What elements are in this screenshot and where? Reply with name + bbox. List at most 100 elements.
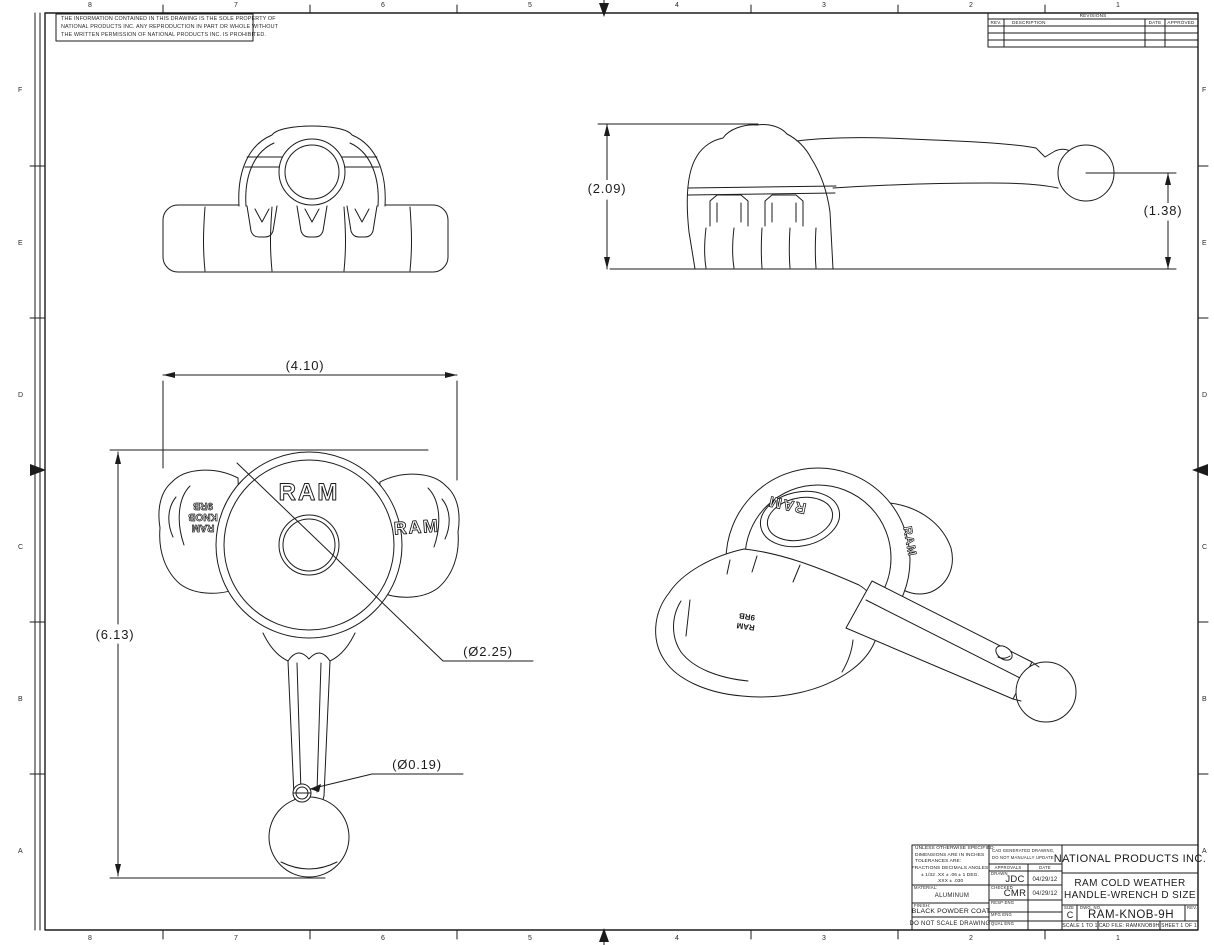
zone-letter-left-b: B: [18, 696, 23, 703]
left-wing-marking-line-2: KNOB: [188, 511, 217, 522]
zone-number-top-6: 6: [380, 2, 386, 9]
disclaimer-line-3: THE WRITTEN PERMISSION OF NATIONAL PRODU…: [61, 32, 267, 38]
zone-number-top-3: 3: [821, 2, 827, 9]
zone-number-top-4: 4: [674, 2, 680, 9]
zone-number-top-8: 8: [87, 2, 93, 9]
side-view: [578, 123, 1192, 270]
do-not-scale-note: DO NOT SCALE DRAWING: [909, 921, 991, 927]
center-arrow-bottom: [599, 928, 609, 942]
zone-number-top-7: 7: [233, 2, 239, 9]
drawing-title-line-2: HANDLE-WRENCH D SIZE: [1064, 890, 1196, 901]
ram-right-wing-logo: RAM: [393, 515, 440, 538]
disclaimer-line-2: NATIONAL PRODUCTS INC. ANY REPRODUCTION …: [61, 24, 279, 30]
approval-role: RESP ENG: [991, 900, 1015, 905]
leader-boss-diameter: [236, 462, 534, 662]
border-zone-ticks: [29, 4, 1209, 940]
zone-letter-left-d: D: [18, 392, 24, 399]
top-view: [162, 125, 449, 273]
zone-number-bottom-1: 1: [1115, 935, 1121, 942]
disclaimer-line-1: THE INFORMATION CONTAINED IN THIS DRAWIN…: [61, 16, 276, 22]
sheet-text: SHEET 1 OF 1: [1161, 922, 1197, 929]
material-label: MATERIAL:: [914, 885, 938, 890]
revisions-col-description: DESCRIPTION: [1012, 19, 1046, 25]
spec-line-5: ± 1/32 .XX ± .06 ± 1 DEG.: [921, 872, 979, 878]
revisions-col-rev: REV.: [990, 19, 1002, 25]
rev-label: REV.: [1187, 905, 1198, 910]
center-arrow-top: [599, 3, 609, 17]
zone-letter-left-f: F: [18, 87, 23, 94]
spec-line-1: UNLESS OTHERWISE SPECIFIED: [915, 846, 994, 851]
revisions-col-approved: APPROVED: [1167, 19, 1195, 25]
zone-number-top-5: 5: [527, 2, 533, 9]
center-arrow-right: [1192, 464, 1208, 476]
iso-base-marking-line-2: 9RB: [738, 611, 755, 622]
center-arrow-left: [30, 464, 46, 476]
zone-letter-right-d: D: [1202, 392, 1208, 399]
front-view: [86, 372, 534, 879]
revisions-title: REVISIONS: [1079, 13, 1107, 18]
zone-number-top-1: 1: [1115, 2, 1121, 9]
zone-number-top-2: 2: [968, 2, 974, 9]
zone-letter-left-a: A: [18, 848, 23, 855]
iso-view: [655, 467, 1077, 723]
finish-value: BLACK POWDER COAT: [911, 908, 991, 915]
zone-letter-right-c: C: [1202, 544, 1208, 551]
zone-number-bottom-7: 7: [233, 935, 239, 942]
disclaimer-box: [55, 13, 254, 42]
zone-letter-right-a: A: [1202, 848, 1207, 855]
approval-name: CMR: [1003, 888, 1027, 899]
approval-role: DRAWN: [991, 871, 1008, 876]
cad-note-line-2: DO NOT MANUALLY UPDATE: [992, 855, 1054, 860]
cad-note-line-1: CAD GENERATED DRAWING,: [992, 848, 1055, 853]
spec-line-4: FRACTIONS DECIMALS ANGLES: [911, 866, 989, 871]
finish-label: FINISH:: [914, 903, 931, 908]
cad-file-text: CAD FILE: RAMKNOB9H: [1098, 922, 1160, 929]
drawing-title-line-1: RAM COLD WEATHER: [1074, 878, 1186, 889]
sheet-frame: [29, 0, 1209, 945]
scale-text: SCALE 1 TO 1: [1062, 922, 1098, 929]
approval-role: CHECKED: [991, 885, 1013, 890]
spec-line-2: DIMENSIONS ARE IN INCHES: [915, 852, 985, 858]
left-wing-marking: RAM KNOB 9RB: [188, 500, 218, 534]
dim-overall-height: [86, 449, 429, 879]
size-value: C: [1066, 910, 1074, 920]
zone-number-bottom-6: 6: [380, 935, 386, 942]
material-value: ALUMINUM: [934, 893, 970, 899]
zone-number-bottom-5: 5: [527, 935, 533, 942]
iso-base-marking: RAM 9RB: [736, 611, 756, 632]
zone-letter-left-c: C: [18, 544, 24, 551]
revisions-col-date: DATE: [1148, 19, 1162, 25]
leader-hole-diameter: [309, 773, 464, 792]
date-header: DATE: [1039, 864, 1051, 870]
zone-letter-right-e: E: [1202, 240, 1207, 247]
dim-boss-diameter-label: (Ø2.25): [463, 644, 513, 659]
zone-number-bottom-4: 4: [674, 935, 680, 942]
dim-knob-height-label: (2.09): [588, 181, 627, 196]
approval-name: JDC: [1005, 873, 1025, 885]
left-wing-marking-line-1: RAM: [192, 522, 215, 533]
zone-number-bottom-8: 8: [87, 935, 93, 942]
dim-ball-center-height: [1135, 172, 1192, 270]
size-label: SIZE: [1064, 905, 1075, 910]
approvals-header: APPROVALS: [994, 864, 1022, 870]
zone-letter-right-b: B: [1202, 696, 1207, 703]
left-wing-marking-line-3: 9RB: [193, 500, 213, 511]
dwg-no-label: DWG. NO.: [1080, 905, 1102, 910]
approval-role: MFG ENG: [991, 912, 1012, 917]
revisions-table: [987, 12, 1199, 48]
dim-knob-width: [162, 372, 458, 481]
dim-overall-height-label: (6.13): [96, 627, 135, 642]
iso-side-logo: RAM: [900, 525, 919, 557]
spec-line-3: TOLERANCES ARE:: [915, 859, 962, 864]
spec-line-6: .XXX ± .030: [936, 879, 964, 884]
title-block-grid: [911, 844, 1199, 931]
dim-knob-height: [578, 123, 759, 270]
approval-role: QUAL ENG: [991, 921, 1015, 926]
approval-date: 04/29/12: [1032, 891, 1058, 897]
dim-hole-diameter-label: (Ø0.19): [392, 757, 442, 772]
zone-number-bottom-3: 3: [821, 935, 827, 942]
dim-ball-center-height-label: (1.38): [1144, 203, 1183, 218]
company-name: NATIONAL PRODUCTS INC.: [1053, 853, 1207, 865]
